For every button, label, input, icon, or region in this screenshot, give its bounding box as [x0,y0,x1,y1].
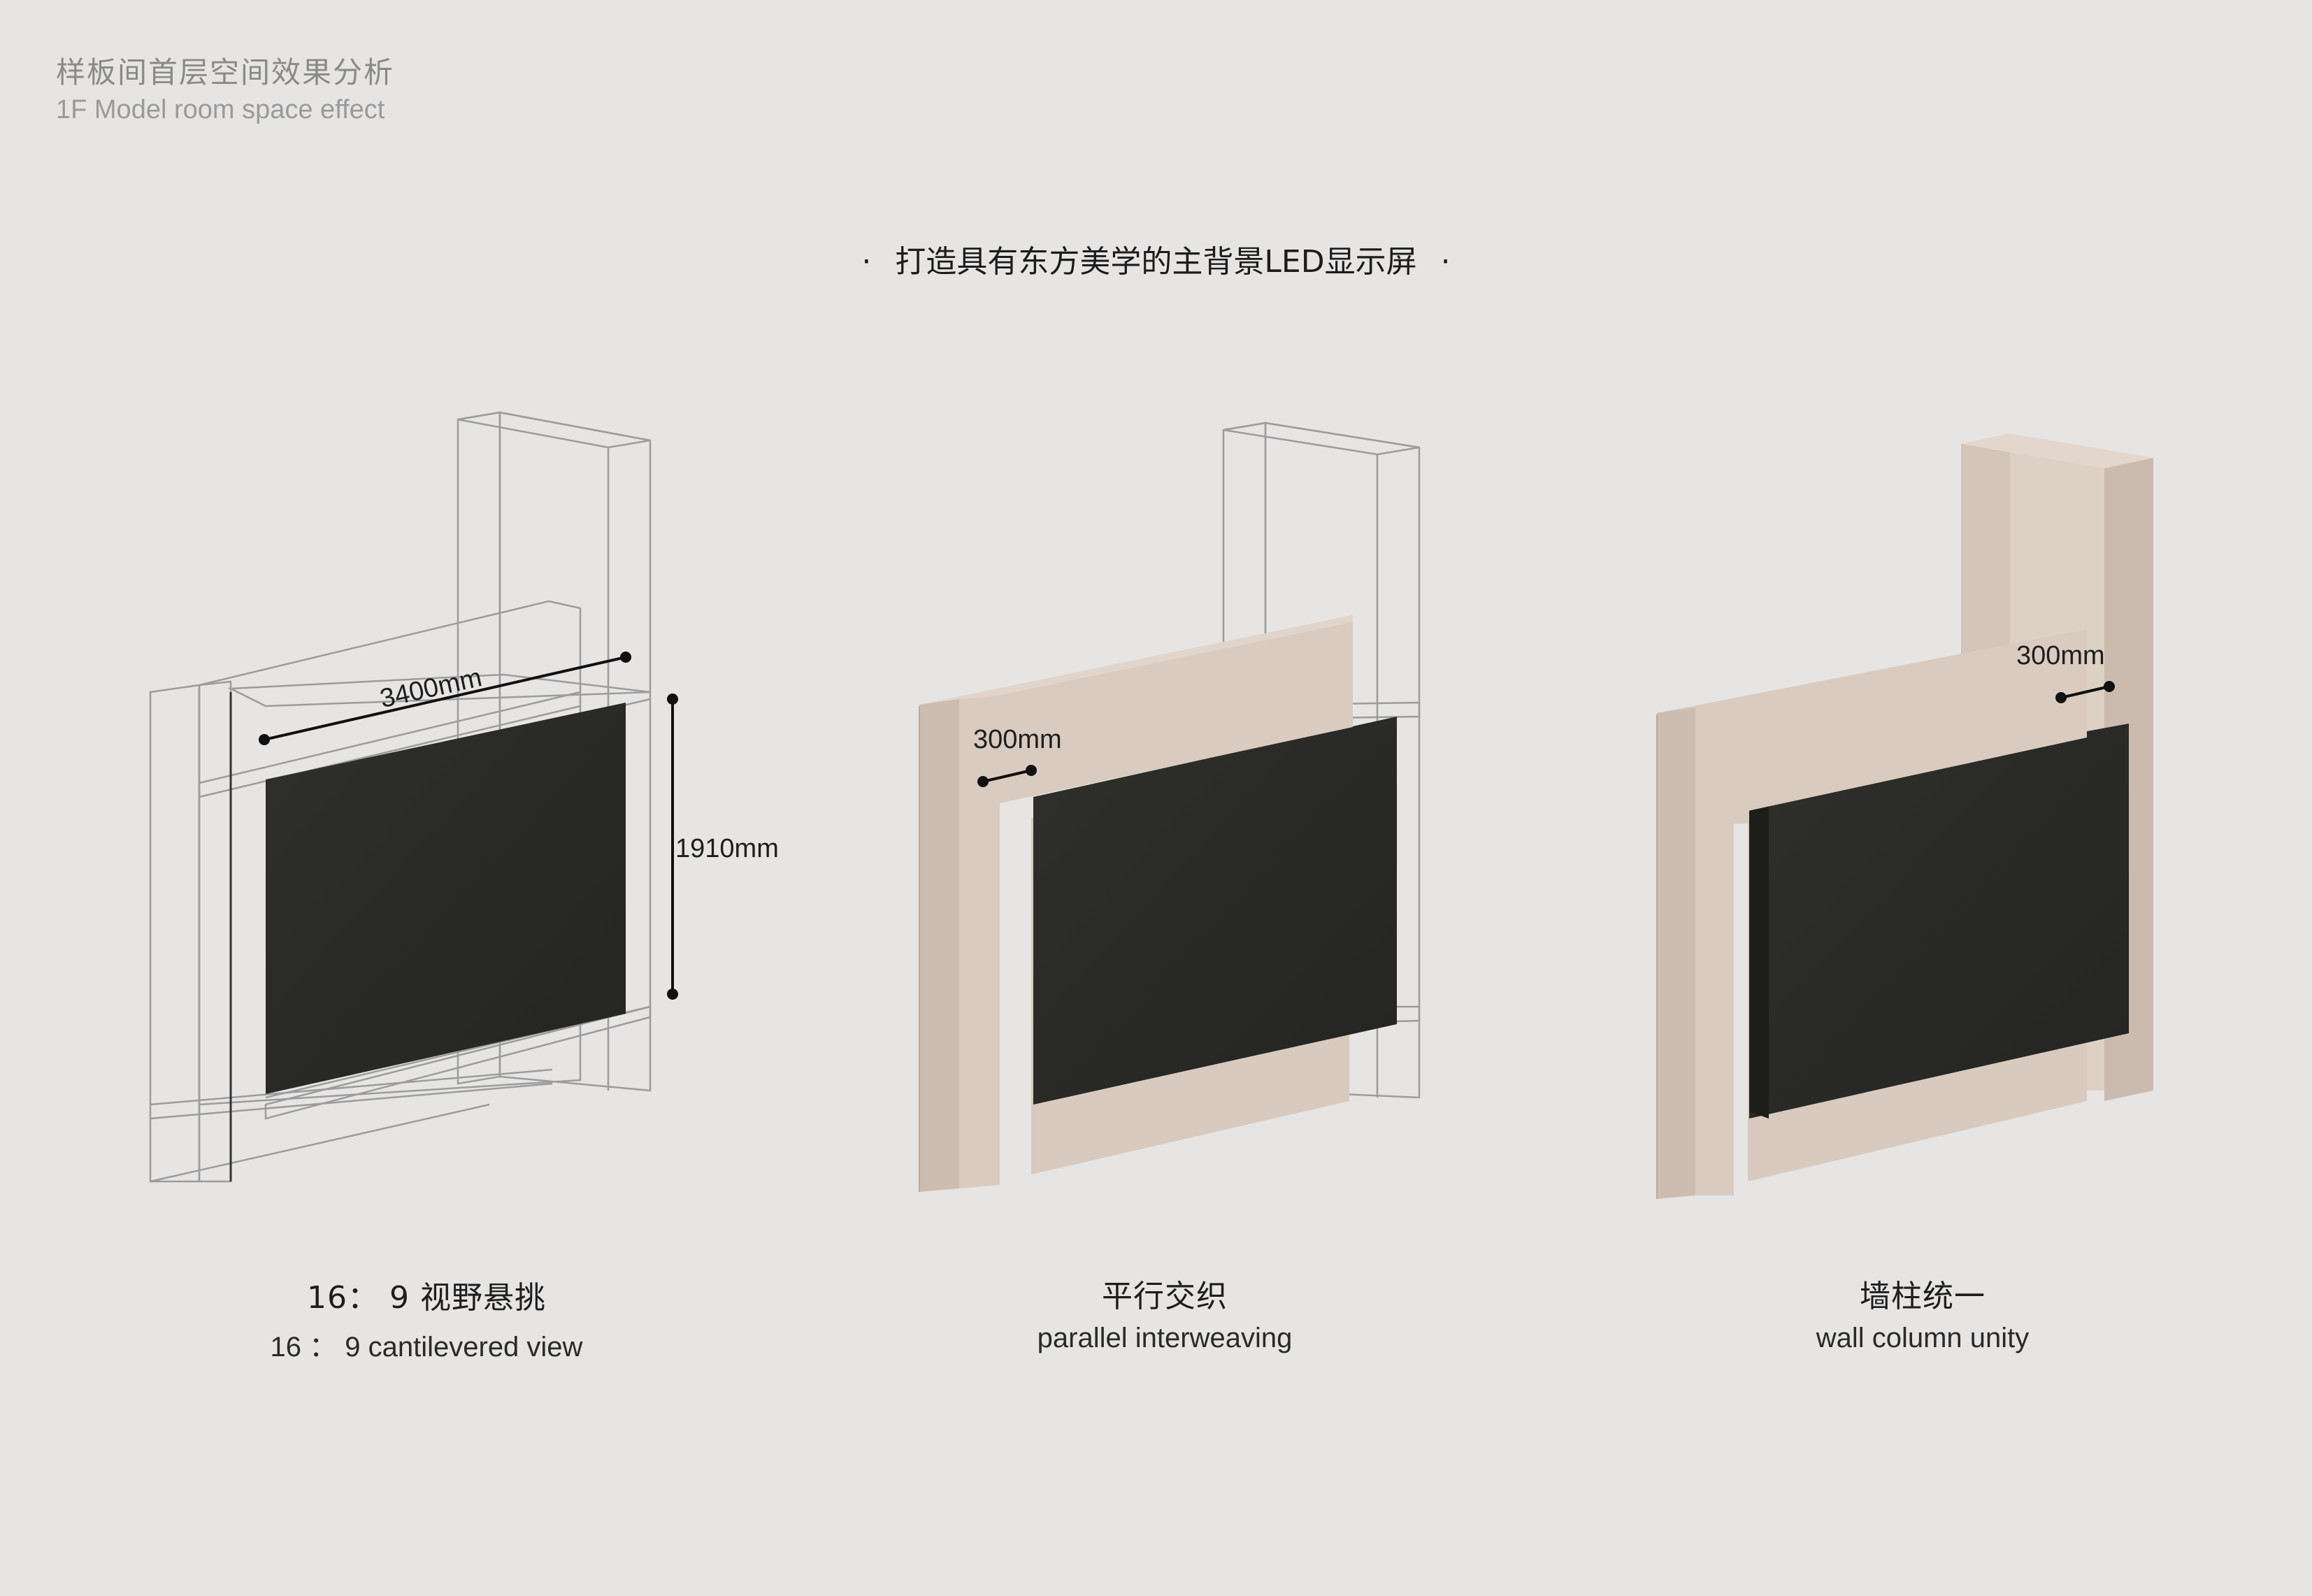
caption-1-en: 16 ： 9 cantilevered view [270,1332,583,1363]
p1-top-plate [227,673,651,707]
p1-width-label: 3400mm [378,663,484,714]
p1-column-top [457,411,651,449]
caption-3-en: wall column unity [1816,1323,2030,1353]
panel-1-wireframe [149,411,652,1183]
p1-height-label: 1910mm [675,834,779,863]
p2-frame-left-front [919,699,959,1192]
p2-dim-depth: 300mm [973,725,1062,787]
p1-left-wall [149,684,201,1183]
caption-2-cn: 平行交织 [1102,1279,1228,1314]
p2-frame-left-side [959,696,1000,1188]
p1-screen [266,703,626,1094]
caption-1-cn: 16： 9 视野悬挑 [307,1280,546,1316]
caption-panel-3: 墙柱统一 wall column unity [1643,1271,2202,1354]
caption-2-en: parallel interweaving [1037,1323,1293,1353]
p3-screen-edge [1749,793,1769,1119]
header-title-cn: 样板间首层空间效果分析 [56,55,395,89]
p3-dim-depth: 300mm [2016,641,2115,703]
headline-text: 打造具有东方美学的主背景LED显示屏 [895,244,1417,280]
headline-bullet-left: · [861,244,872,280]
p3-frame-left-front [1657,707,1695,1199]
caption-panel-2: 平行交织 parallel interweaving [885,1271,1444,1354]
p2-frame-top-edge [919,615,1353,712]
p2-screen [1033,717,1397,1105]
p2-depth-label: 300mm [973,725,1062,754]
caption-3-cn: 墙柱统一 [1860,1279,1986,1314]
headline: · 打造具有东方美学的主背景LED显示屏 · [0,236,2312,281]
p3-depth-label: 300mm [2016,641,2105,670]
p3-frame-top [1657,629,2087,825]
p1-dim-height: 1910mm [667,693,779,1000]
p3-screen [1749,724,2129,1119]
p3-frame-left-side [1695,705,1734,1195]
p3-column-top [1961,433,2153,468]
header-title-en: 1F Model room space effect [56,95,385,124]
headline-bullet-right: · [1440,244,1451,280]
caption-panel-1: 16： 9 视野悬挑 16 ： 9 cantilevered view [147,1272,706,1365]
